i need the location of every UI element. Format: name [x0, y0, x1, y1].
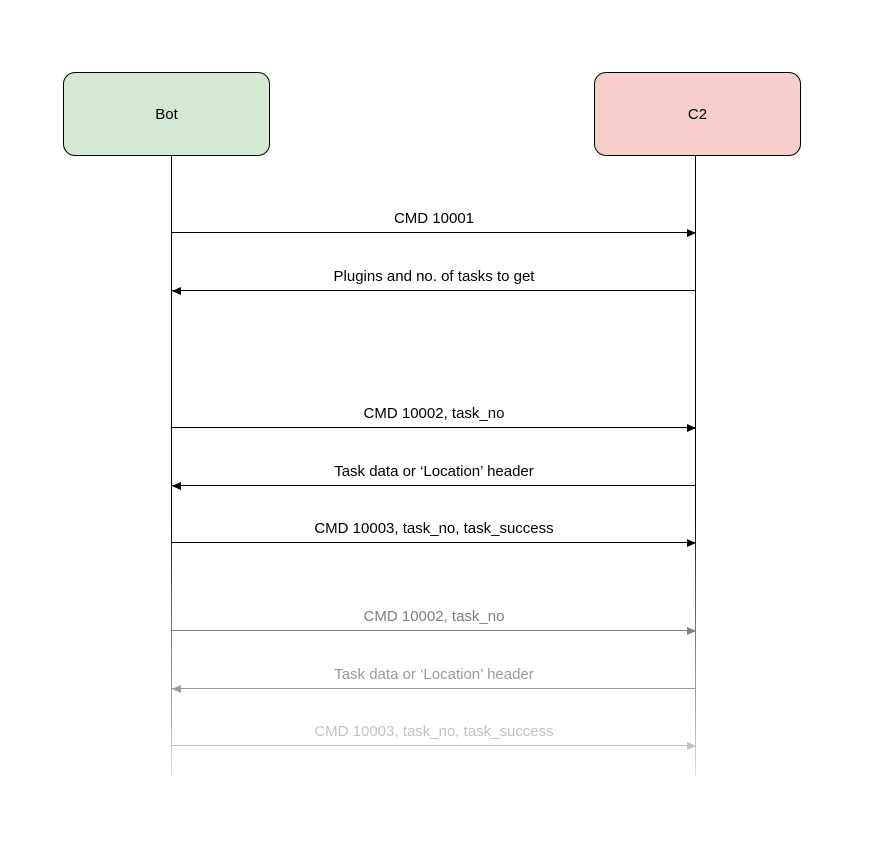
arrowhead-right-icon	[687, 539, 696, 547]
message-arrow-line	[172, 742, 696, 750]
message-label: Task data or ‘Location’ header	[334, 463, 534, 480]
lifeline-bot	[171, 156, 172, 776]
actor-box-bot: Bot	[63, 72, 270, 156]
actor-label-bot: Bot	[155, 105, 178, 123]
message-arrow-line	[172, 287, 696, 295]
arrowhead-right-icon	[687, 424, 696, 432]
arrowhead-right-icon	[687, 742, 696, 750]
message-label: Plugins and no. of tasks to get	[333, 268, 535, 285]
message-cmd-10002-repeat: CMD 10002, task_no	[172, 607, 696, 635]
arrowhead-left-icon	[172, 685, 181, 693]
message-label: CMD 10001	[393, 210, 475, 227]
message-arrow-line	[172, 229, 696, 237]
message-task-data-repeat: Task data or ‘Location’ header	[172, 665, 696, 693]
lifeline-c2	[695, 156, 696, 776]
message-plugins-tasks: Plugins and no. of tasks to get	[172, 267, 696, 295]
message-cmd-10003: CMD 10003, task_no, task_success	[172, 519, 696, 547]
message-task-data: Task data or ‘Location’ header	[172, 462, 696, 490]
message-arrow-line	[172, 424, 696, 432]
message-arrow-line	[172, 685, 696, 693]
message-label: CMD 10002, task_no	[363, 405, 505, 422]
arrowhead-right-icon	[687, 627, 696, 635]
message-label: CMD 10003, task_no, task_success	[314, 520, 554, 537]
message-arrow-line	[172, 539, 696, 547]
actor-box-c2: C2	[594, 72, 801, 156]
message-arrow-line	[172, 482, 696, 490]
message-cmd-10003-repeat: CMD 10003, task_no, task_success	[172, 722, 696, 750]
message-label: CMD 10002, task_no	[363, 608, 505, 625]
message-cmd-10002: CMD 10002, task_no	[172, 404, 696, 432]
message-label: Task data or ‘Location’ header	[334, 666, 534, 683]
message-label: CMD 10003, task_no, task_success	[314, 723, 554, 740]
arrowhead-left-icon	[172, 482, 181, 490]
message-arrow-line	[172, 627, 696, 635]
arrowhead-left-icon	[172, 287, 181, 295]
message-cmd-10001: CMD 10001	[172, 209, 696, 237]
arrowhead-right-icon	[687, 229, 696, 237]
actor-label-c2: C2	[687, 105, 708, 123]
